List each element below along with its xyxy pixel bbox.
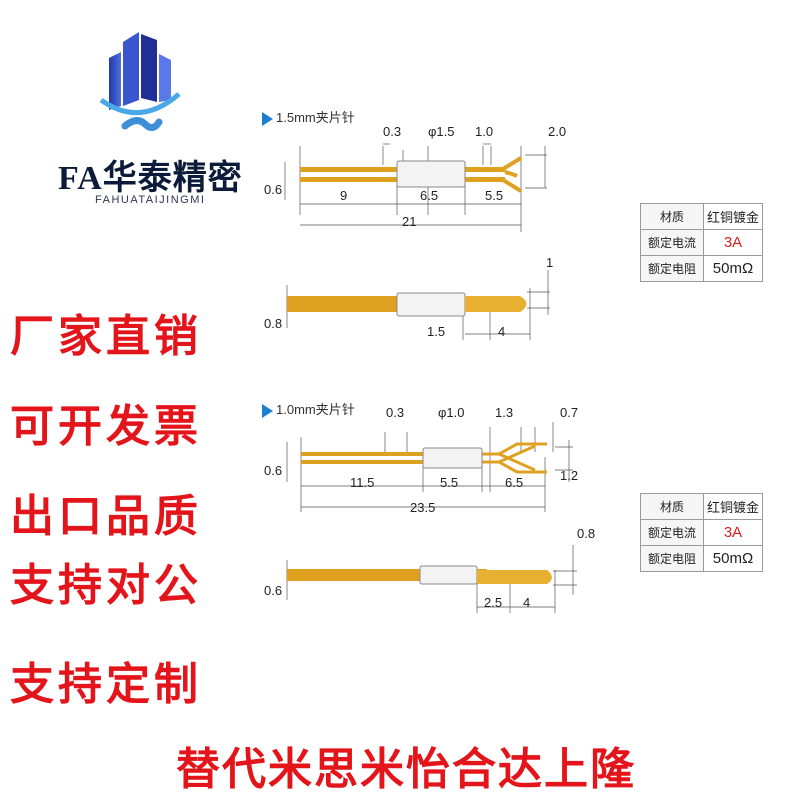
spec-key: 额定电流: [640, 519, 704, 546]
spec-key: 材质: [640, 203, 704, 230]
dim-top-3: 1.0: [475, 124, 494, 139]
side-dim-2: 4: [498, 324, 506, 339]
play-arrow-icon: [262, 403, 273, 418]
dim-row-1: 11.5: [350, 475, 375, 490]
brand-name: FA华泰精密: [58, 160, 243, 197]
dim-left: 0.6: [264, 463, 283, 478]
spec-current: 3A: [703, 229, 763, 256]
spec-resistance: 50mΩ: [703, 545, 763, 572]
dim-row-3: 5.5: [485, 188, 504, 203]
brand-subtitle: FAHUATAIJINGMI: [95, 194, 206, 206]
promo-corporate-payment: 支持对公: [10, 561, 202, 610]
section-title-1.5mm: 1.5mm夹片针: [262, 107, 355, 126]
dim-right: 1.2: [560, 468, 579, 483]
spec-key: 额定电阻: [640, 545, 704, 572]
dim-top-4: 2.0: [548, 124, 567, 139]
spec-material: 红铜镀金: [703, 203, 763, 230]
pin-1.0mm-side-drawing: [286, 545, 577, 613]
dim-top-2: φ1.0: [438, 405, 465, 420]
section-title-1.0mm: 1.0mm夹片针: [262, 399, 355, 418]
pin-1.5mm-side-drawing: [286, 270, 550, 340]
spec-current: 3A: [703, 519, 763, 546]
side-dim-tip: 0.8: [577, 526, 596, 541]
dim-top-1: 0.3: [383, 124, 402, 139]
side-dim-tip: 1: [546, 255, 554, 270]
side-dim-left: 0.8: [264, 316, 283, 331]
dim-top-1: 0.3: [386, 405, 405, 420]
promo-factory-direct: 厂家直销: [10, 312, 202, 361]
spec-key: 材质: [640, 493, 704, 520]
play-arrow-icon: [262, 111, 273, 126]
dim-top-3: 1.3: [495, 405, 514, 420]
dim-top-4: 0.7: [560, 405, 579, 420]
pin-1.5mm-top-drawing: [284, 143, 547, 232]
building-logo-icon: [99, 32, 181, 131]
dim-top-2: φ1.5: [428, 124, 455, 139]
promo-export-quality: 出口品质: [10, 492, 202, 541]
promo-customization: 支持定制: [10, 660, 202, 709]
side-dim-2: 4: [523, 595, 531, 610]
dim-row-2: 5.5: [440, 475, 459, 490]
dim-total: 23.5: [410, 500, 436, 515]
dim-left: 0.6: [264, 182, 283, 197]
spec-key: 额定电流: [640, 229, 704, 256]
side-dim-1: 2.5: [484, 595, 503, 610]
spec-resistance: 50mΩ: [703, 255, 763, 282]
side-dim-1: 1.5: [427, 324, 446, 339]
dim-row-2: 6.5: [420, 188, 439, 203]
spec-material: 红铜镀金: [703, 493, 763, 520]
pin-1.0mm-top-drawing: [286, 422, 573, 512]
spec-key: 额定电阻: [640, 255, 704, 282]
dim-total: 21: [402, 214, 417, 229]
dim-row-1: 9: [340, 188, 348, 203]
side-dim-left: 0.6: [264, 583, 283, 598]
promo-invoice: 可开发票: [10, 402, 202, 451]
dim-row-3: 6.5: [505, 475, 524, 490]
replacement-brands-text: 替代米思米怡合达上隆: [176, 745, 636, 794]
